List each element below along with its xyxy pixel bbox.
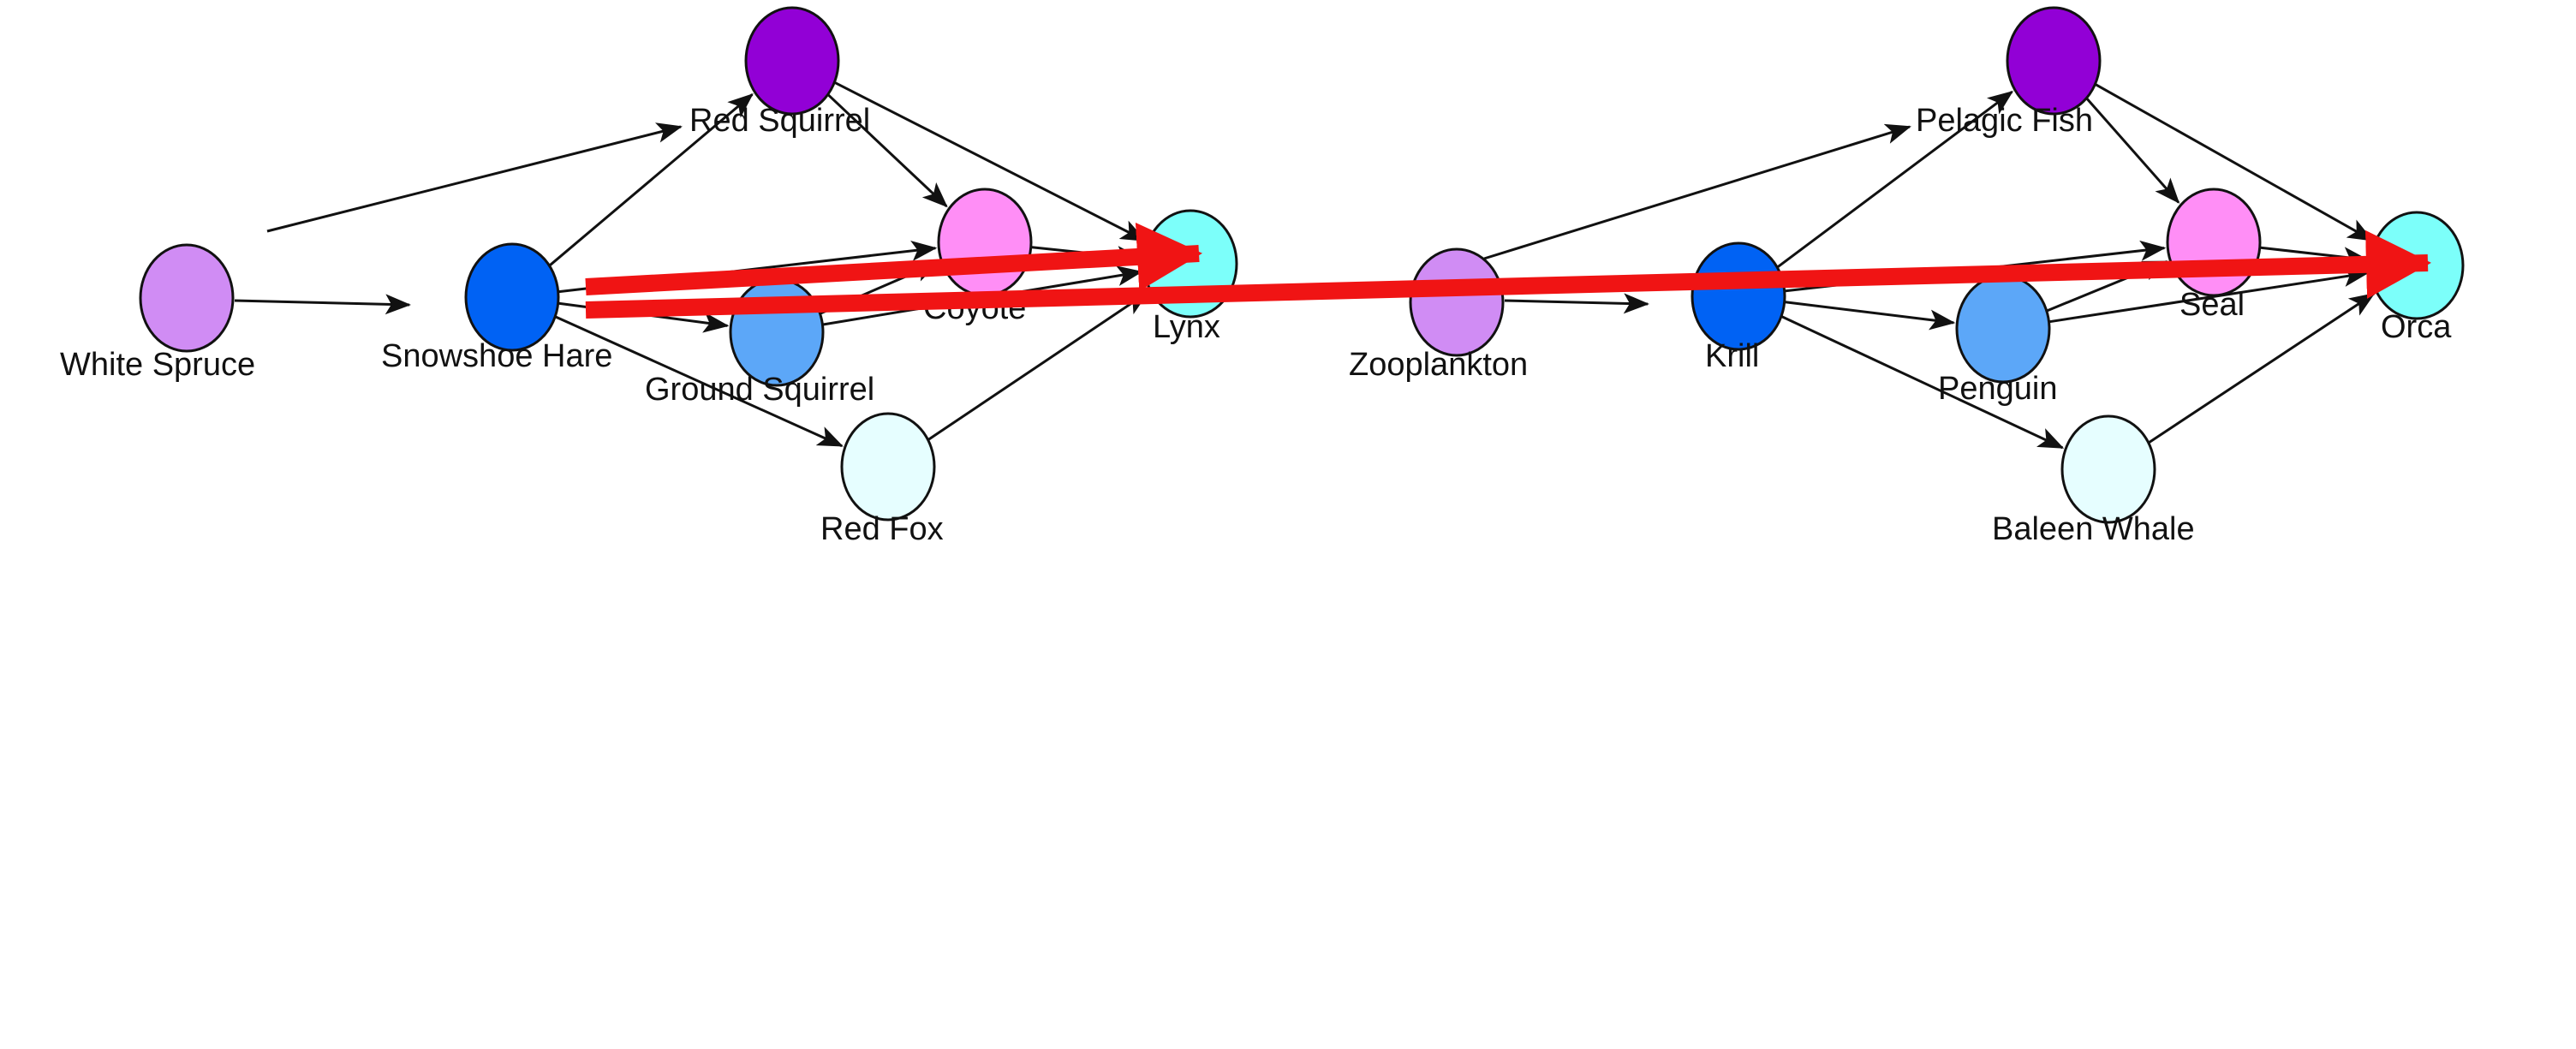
edge-zooplankton-to-pelagic-fish bbox=[1483, 123, 1911, 260]
label-seal: Seal bbox=[2179, 287, 2245, 323]
node-snowshoe-hare bbox=[464, 242, 560, 352]
label-red-squirrel: Red Squirrel bbox=[689, 103, 870, 139]
edge-baleen-whale-to-orca bbox=[2147, 292, 2376, 444]
edge-krill-to-baleen-whale bbox=[1780, 315, 2065, 450]
node-pelagic-fish bbox=[2006, 6, 2102, 116]
node-red-squirrel bbox=[744, 6, 840, 116]
label-snowshoe-hare: Snowshoe Hare bbox=[381, 338, 612, 374]
label-penguin: Penguin bbox=[1938, 371, 2057, 407]
edge-pelagic-fish-to-orca bbox=[2094, 82, 2374, 242]
label-red-fox: Red Fox bbox=[820, 511, 944, 547]
edge-red-squirrel-to-lynx bbox=[833, 80, 1147, 242]
edge-pelagic-fish-to-seal bbox=[2085, 97, 2180, 204]
label-pelagic-fish: Pelagic Fish bbox=[1916, 103, 2093, 139]
node-ground-squirrel bbox=[729, 277, 825, 387]
edge-white-spruce-to-red-squirrel bbox=[266, 122, 683, 233]
label-baleen-whale: Baleen Whale bbox=[1992, 511, 2195, 547]
highlight-arrow-snowshoe-hare-to-lynx bbox=[585, 222, 1202, 295]
node-seal bbox=[2166, 188, 2262, 297]
edge-penguin-to-orca bbox=[2048, 266, 2370, 324]
highlight-layer bbox=[585, 222, 2431, 319]
highlight-arrow-snowshoe-hare-to-orca bbox=[585, 229, 2431, 319]
edge-zooplankton-to-krill bbox=[1504, 293, 1649, 314]
node-red-fox bbox=[840, 412, 936, 522]
label-ground-squirrel: Ground Squirrel bbox=[645, 372, 874, 408]
node-baleen-whale bbox=[2060, 414, 2156, 524]
edge-red-squirrel-to-coyote bbox=[826, 93, 948, 208]
edge-snowshoe-hare-to-red-squirrel bbox=[548, 93, 754, 267]
edge-red-fox-to-lynx bbox=[927, 291, 1149, 441]
node-coyote bbox=[937, 188, 1033, 297]
edge-snowshoe-hare-to-red-fox bbox=[554, 315, 844, 448]
node-white-spruce bbox=[139, 243, 235, 353]
edge-white-spruce-to-snowshoe-hare bbox=[234, 294, 411, 315]
node-penguin bbox=[1955, 274, 2051, 384]
edge-krill-to-pelagic-fish bbox=[1776, 90, 2014, 269]
label-zooplankton: Zooplankton bbox=[1349, 347, 1528, 383]
label-lynx: Lynx bbox=[1153, 309, 1220, 345]
node-krill bbox=[1690, 241, 1786, 351]
label-orca: Orca bbox=[2381, 309, 2452, 345]
label-krill: Krill bbox=[1705, 338, 1759, 374]
label-white-spruce: White Spruce bbox=[60, 347, 255, 383]
edge-krill-to-penguin bbox=[1784, 301, 1956, 331]
node-zooplankton bbox=[1409, 247, 1505, 357]
